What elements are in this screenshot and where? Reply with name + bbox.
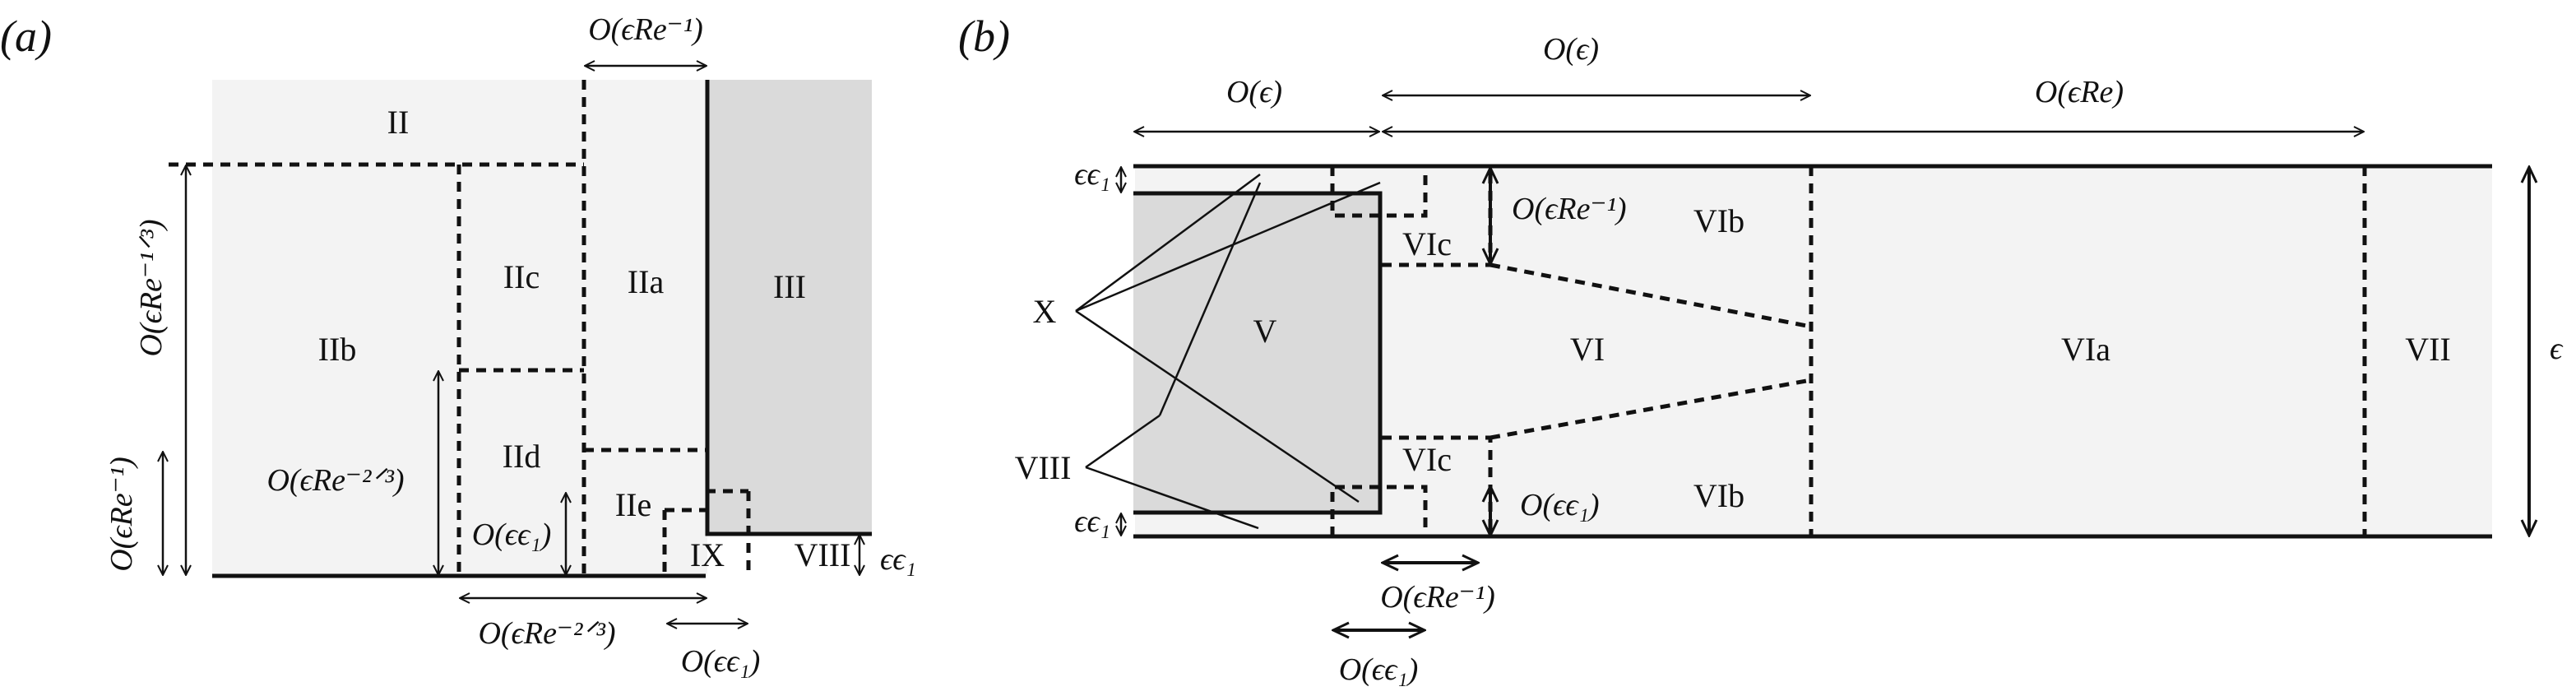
- dim-label-inner-bot: O(ϵϵ₁): [1520, 488, 1600, 522]
- dim-label-bottom2-a: O(ϵϵ₁): [681, 644, 761, 679]
- dim-label-step: ϵϵ₁: [880, 542, 916, 577]
- region-II: II: [387, 104, 410, 141]
- panel-a: (a) II IIb IIc IIa III IId IIe: [0, 12, 916, 679]
- region-VII: VII: [2405, 331, 2451, 368]
- step-wall-a: [705, 80, 872, 536]
- region-VIc-top: VIc: [1402, 225, 1452, 262]
- dim-label-bottom1-b: O(ϵRe⁻¹): [1380, 580, 1495, 615]
- region-IIc: IIc: [503, 258, 540, 295]
- dim-label-top-a: O(ϵRe⁻¹): [588, 12, 703, 47]
- region-IIe: IIe: [615, 486, 651, 523]
- region-IIb: IIb: [318, 331, 357, 368]
- dim-label-bottom2-b: O(ϵϵ₁): [1339, 652, 1419, 687]
- dim-label-right-b: ϵ: [2550, 332, 2564, 366]
- region-VIa: VIa: [2061, 331, 2110, 368]
- dim-label-bottom1-a: O(ϵRe⁻²ᐟ³): [478, 616, 615, 651]
- region-VIb-bottom: VIb: [1693, 477, 1744, 514]
- dim-label-mid: O(ϵRe⁻²ᐟ³): [266, 463, 404, 498]
- dashed-boundaries-a: [169, 80, 751, 576]
- region-VI: VI: [1570, 331, 1605, 368]
- dim-label-left-bot-b: ϵϵ₁: [1074, 504, 1110, 539]
- region-VIII-b: VIII: [1015, 449, 1072, 486]
- region-IId: IId: [503, 438, 541, 475]
- region-VIc-bottom: VIc: [1402, 441, 1452, 478]
- region-III: III: [773, 268, 806, 305]
- panel-b-tag: (b): [958, 12, 1010, 61]
- region-VIb-top: VIb: [1693, 202, 1744, 239]
- region-V: V: [1253, 313, 1277, 350]
- dim-label-top2-b: O(ϵ): [1543, 32, 1599, 67]
- dim-label-top1-b: O(ϵ): [1226, 75, 1282, 109]
- dim-label-top3-b: O(ϵRe): [2035, 75, 2124, 109]
- region-VIII-a: VIII: [795, 536, 851, 573]
- pointer-lines-b: [1075, 173, 1381, 530]
- region-IX: IX: [690, 536, 725, 573]
- dim-label-inner-top: O(ϵRe⁻¹): [1512, 192, 1627, 226]
- region-V-shade: [1133, 193, 1380, 513]
- dim-label-small: O(ϵϵ₁): [472, 517, 552, 552]
- dim-label-left-tall: O(ϵRe⁻¹ᐟ³): [134, 219, 169, 356]
- dim-label-left-top-b: ϵϵ₁: [1074, 157, 1110, 192]
- region-IIa: IIa: [628, 263, 665, 300]
- region-X: X: [1033, 293, 1057, 330]
- region-III-shade: [707, 80, 872, 534]
- panel-a-tag: (a): [0, 12, 52, 61]
- dim-label-left-short: O(ϵRe⁻¹): [104, 457, 139, 572]
- panel-b: (b): [958, 12, 2564, 687]
